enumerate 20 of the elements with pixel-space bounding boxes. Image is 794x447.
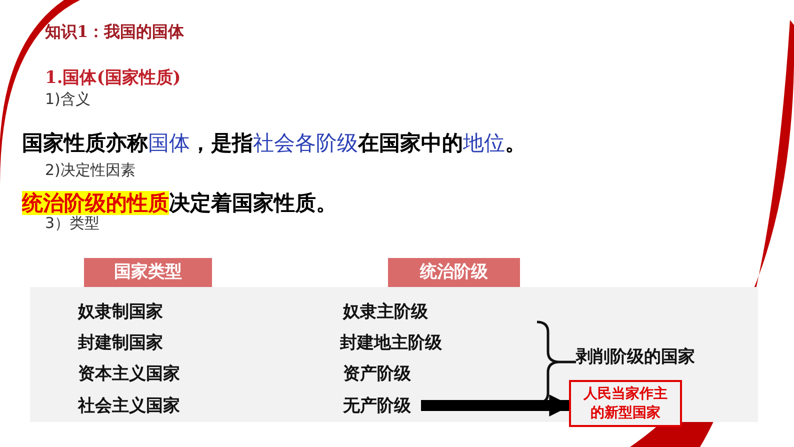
table-cell: 无产阶级 <box>343 394 411 417</box>
statement-text: 统治阶级的性质决定着国家性质。 <box>22 190 337 216</box>
header-tab: 统治阶级 <box>388 258 520 287</box>
section-heading: 1.国体(国家性质) <box>45 67 181 89</box>
subheading: 3）类型 <box>45 214 100 233</box>
definition-text: 国家性质亦称国体，是指社会各阶级在国家中的地位。 <box>22 130 526 157</box>
table-cell-text: 封建地主阶级 <box>340 332 442 354</box>
table-cell-text: 奴隶制国家 <box>78 301 163 323</box>
subheading: 2)决定性因素 <box>45 161 136 180</box>
arrow <box>421 394 572 416</box>
title: 知识1：我国的国体 <box>45 22 184 43</box>
header-tab: 国家类型 <box>84 258 212 287</box>
table-cell-text: 资本主义国家 <box>78 363 180 385</box>
table-cell-text: 封建制国家 <box>78 332 163 354</box>
highlight-box: 人民当家作主的新型国家 <box>569 380 682 427</box>
table-cell-text: 奴隶主阶级 <box>343 301 428 323</box>
group-label: 剥削阶级的国家 <box>576 346 695 368</box>
table-cell-text: 社会主义国家 <box>78 395 180 417</box>
subheading: 1)含义 <box>45 90 90 109</box>
table-cell-text: 资产阶级 <box>343 363 411 385</box>
